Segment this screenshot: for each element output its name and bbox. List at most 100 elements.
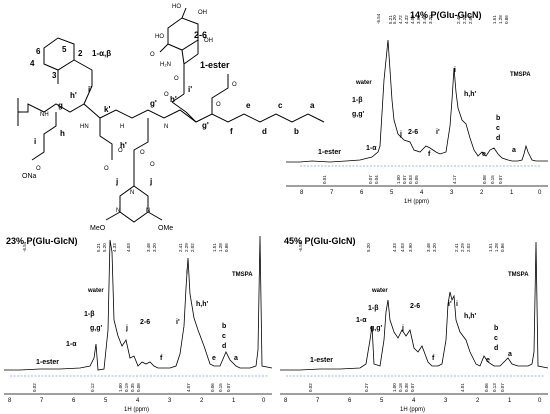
- atom-hn: HN: [80, 124, 89, 130]
- peak-2-6: 2-6: [140, 319, 150, 326]
- label-meo: MeO: [90, 225, 106, 232]
- spectrum-trace: [4, 235, 273, 371]
- peak-1-alpha: 1-α: [66, 341, 77, 348]
- peak-iprime: i': [436, 129, 440, 136]
- integral: 0.01: [322, 175, 327, 184]
- shift: 5.21: [388, 15, 393, 24]
- atom-o-acid: O: [36, 166, 41, 172]
- peak-a: a: [234, 355, 238, 362]
- integral: 1.00: [392, 383, 397, 392]
- shift: 2.29: [462, 15, 467, 24]
- integral: 0.35: [130, 383, 135, 392]
- ring-number-6: 6: [36, 47, 41, 56]
- ring-number-4: 4: [30, 59, 35, 68]
- peak-g-gprime: g,g': [370, 325, 382, 332]
- shift: 1.28: [498, 15, 503, 24]
- integral: 0.07: [368, 175, 373, 184]
- shift: 3.90: [408, 243, 413, 252]
- xtick: 4: [420, 190, 424, 196]
- label-f: f: [230, 127, 233, 136]
- integral-labels: 0.02 0.12 1.00 0.19 0.35 0.08 4.07 0.06 …: [32, 383, 231, 392]
- panel-title: 14% P(Glu-GlcN): [410, 10, 482, 20]
- integral: 0.02: [32, 383, 37, 392]
- atom-nh-1: NH: [40, 112, 49, 118]
- integral: 0.04: [374, 175, 379, 184]
- label-d: d: [262, 127, 267, 136]
- peak-2-6: 2-6: [410, 303, 420, 310]
- label-h-prime-2: h': [170, 95, 177, 104]
- xtick: 8: [300, 190, 304, 196]
- shift: 3.20: [152, 243, 157, 252]
- xtick: 1: [232, 398, 236, 404]
- xtick: 8: [8, 398, 12, 404]
- xtick: 1: [510, 190, 514, 196]
- shift: 2.02: [190, 243, 195, 252]
- glucosamine-ring-left: [43, 37, 75, 71]
- integral: 0.06: [210, 383, 215, 392]
- xtick: 5: [104, 398, 108, 404]
- shift: 0.86: [504, 15, 509, 24]
- label-g: g: [58, 101, 63, 110]
- integral: 0.07: [410, 383, 415, 392]
- xtick: 1: [508, 398, 512, 404]
- label-i: i: [34, 137, 36, 146]
- xtick: 4: [412, 398, 416, 404]
- spectrum-panel-45: 45% P(Glu-GlcN) TMSPA water 1-β g,g' j 2…: [280, 236, 549, 413]
- peak-e: e: [212, 355, 216, 362]
- shift: 1.51: [212, 243, 217, 252]
- peak-h-hprime: h,h': [464, 91, 476, 98]
- peak-a: a: [508, 351, 512, 358]
- atom-ho-1: HO: [155, 34, 164, 40]
- peak-g-gprime: g,g': [90, 325, 102, 332]
- xtick: 8: [284, 398, 288, 404]
- peak-1-ester: 1-ester: [310, 357, 333, 364]
- ring-number-2: 2: [78, 49, 83, 58]
- peak-1-beta: 1-β: [352, 97, 363, 104]
- integral: 1.00: [396, 175, 401, 184]
- label-h: h: [60, 129, 65, 138]
- peak-f: f: [160, 355, 163, 362]
- label-h-prime-3: h': [120, 141, 127, 150]
- peak-j: j: [401, 325, 404, 332]
- label-j-2: j: [149, 177, 152, 186]
- label-h-prime-1: h': [70, 91, 77, 100]
- integral: 0.12: [90, 383, 95, 392]
- label-g-prime-2: g': [202, 121, 209, 130]
- peak-b: b: [494, 325, 498, 332]
- integral: 0.38: [404, 383, 409, 392]
- label-i-prime-1: i': [88, 85, 92, 94]
- peak-f: f: [428, 151, 431, 158]
- peak-i: i: [456, 301, 458, 308]
- peak-1-alpha: 1-α: [356, 317, 367, 324]
- shift: 4.33: [392, 243, 397, 252]
- atom-o-tri-1: O: [140, 150, 145, 156]
- tmspa-label: TMSPA: [508, 272, 529, 278]
- xtick: 6: [348, 398, 352, 404]
- ring-number-1-alpha-beta: 1-α,β: [92, 49, 111, 58]
- xtick: 0: [538, 398, 542, 404]
- xtick: 5: [390, 190, 394, 196]
- label-e: e: [246, 101, 251, 110]
- peak-1-ester: 1-ester: [318, 149, 341, 156]
- shift: 1.51: [488, 243, 493, 252]
- peak-f: f: [432, 355, 435, 362]
- peak-d: d: [494, 345, 498, 352]
- shift: 4.03: [410, 15, 415, 24]
- integral: 0.02: [308, 383, 313, 392]
- atom-h: H: [120, 124, 124, 130]
- integral: 0.08: [136, 383, 141, 392]
- shift: 4.03: [126, 243, 131, 252]
- integral: 0.05: [414, 175, 419, 184]
- shift: -6.53: [298, 241, 303, 252]
- peak-h-hprime: h,h': [464, 313, 476, 320]
- x-axis-label: 1H (ppm): [404, 199, 429, 205]
- peak-water: water: [371, 288, 388, 294]
- shift: 2.41: [454, 243, 459, 252]
- shift: 3.48: [426, 243, 431, 252]
- peak-b: b: [222, 323, 226, 330]
- integral: 0.27: [364, 383, 369, 392]
- atom-o-tri-2: O: [150, 162, 155, 168]
- peak-j: j: [125, 325, 128, 332]
- atom-o-tri-3: O: [118, 148, 123, 154]
- xtick: 6: [72, 398, 76, 404]
